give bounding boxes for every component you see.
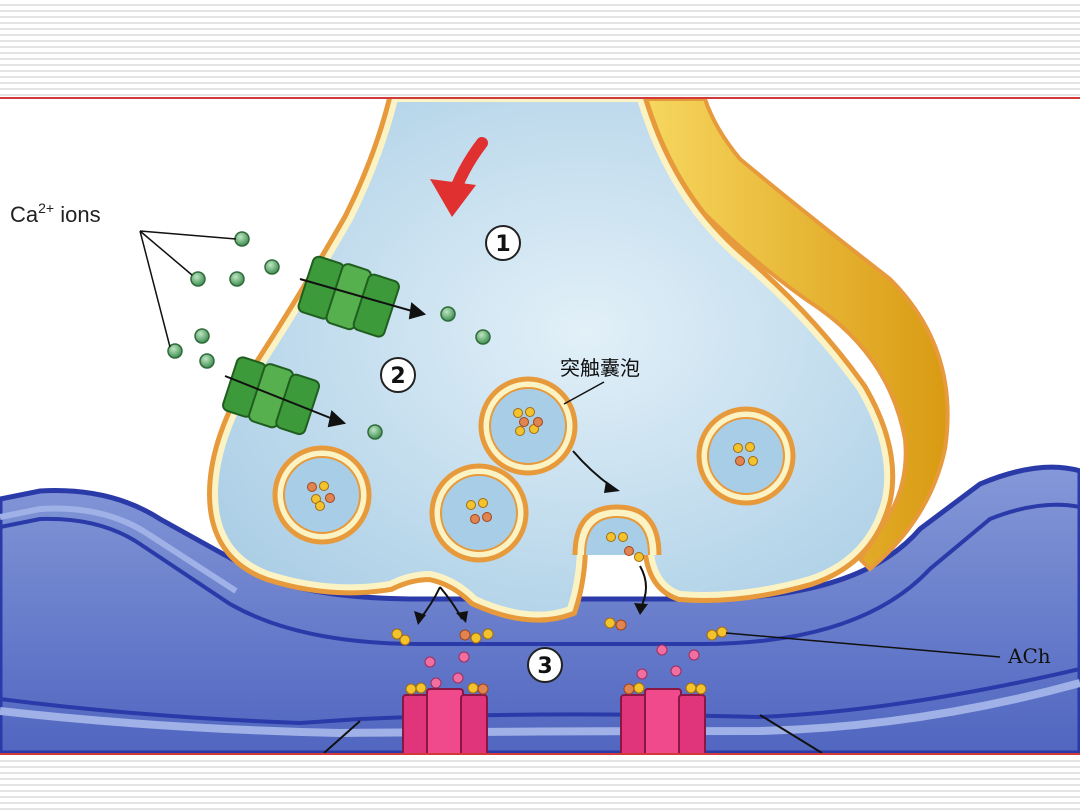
- vesicle: [429, 463, 529, 563]
- glial-cell: [637, 99, 950, 572]
- synapse-diagram: 1 2 3: [0, 99, 1080, 753]
- svg-text:2: 2: [390, 364, 405, 389]
- calcium-label-leaders: [139, 230, 237, 348]
- vesicle-label-leader: [563, 381, 605, 405]
- membrane-leader-left: [323, 720, 361, 753]
- step-marker-1: 1: [485, 225, 521, 261]
- step-marker-2: 2: [380, 357, 416, 393]
- slide-bottom-rule: [0, 753, 1080, 755]
- svg-text:1: 1: [495, 232, 510, 257]
- slide-top-rule: [0, 97, 1080, 99]
- acetylcholine-molecules: [391, 617, 728, 689]
- slide-header-stripes: [0, 0, 1080, 96]
- svg-text:3: 3: [537, 654, 552, 679]
- vesicle-label: 突触囊泡: [560, 356, 640, 380]
- fusing-vesicle: [572, 504, 662, 562]
- ach-label: ACh: [1007, 644, 1051, 668]
- slide-footer-stripes: [0, 756, 1080, 810]
- calcium-influx-arrows: [224, 278, 427, 428]
- calcium-ions-label: Ca2+ ions: [10, 200, 101, 227]
- action-potential-arrow-icon: [430, 137, 488, 217]
- step-marker-3: 3: [527, 647, 563, 683]
- vesicle: [272, 445, 372, 545]
- ach-receptor-right: [620, 682, 707, 753]
- vesicle: [478, 376, 578, 476]
- ach-receptor-left: [402, 682, 489, 753]
- synaptic-vesicles: [272, 376, 796, 563]
- ach-label-leader: [725, 632, 1001, 658]
- vesicle: [696, 406, 796, 506]
- membrane-leader-right: [759, 714, 823, 753]
- calcium-channel-upper: [297, 255, 400, 338]
- calcium-ions: [167, 231, 491, 440]
- arrowheads: [414, 481, 648, 625]
